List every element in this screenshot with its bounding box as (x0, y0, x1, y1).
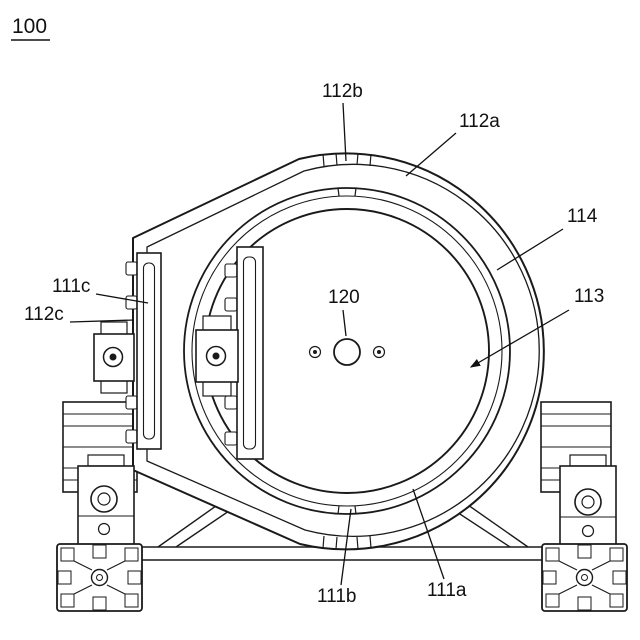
leader-lines (69, 102, 570, 586)
figure-number-label: 100 (12, 15, 47, 38)
part-label-112c: 112c (24, 304, 64, 325)
rail-bolt (224, 263, 238, 278)
leader-112a (405, 132, 457, 177)
part-label-113: 113 (574, 286, 604, 307)
leader-111c (95, 293, 149, 304)
extrusion-foot-right (541, 543, 628, 612)
leader-113 (469, 309, 570, 368)
rail-bolt (224, 395, 238, 410)
figure-number: 100 (11, 15, 50, 41)
rail-bolt (125, 395, 138, 410)
center-hub (308, 338, 386, 366)
side-bracket-inner (195, 315, 239, 397)
rim-joint-marks (322, 152, 372, 550)
lower-support-right (559, 454, 617, 547)
part-label-111b: 111b (317, 586, 356, 607)
part-label-114: 114 (567, 206, 598, 227)
part-label-120: 120 (328, 287, 360, 308)
leader-111a (412, 488, 445, 580)
rail-bolt (224, 431, 238, 446)
leader-120 (342, 309, 347, 337)
side-bracket-outer (93, 321, 135, 394)
guide-rail-left (125, 252, 162, 450)
leader-114 (496, 228, 564, 271)
guide-rail-right (224, 246, 264, 460)
leader-112c (69, 319, 135, 323)
extrusion-foot-left (56, 543, 143, 612)
rail-bolt (125, 295, 138, 310)
rail-bolt (125, 261, 138, 276)
lower-support-left (77, 454, 135, 547)
part-label-111a: 111a (427, 580, 467, 601)
rail-bolt (224, 297, 238, 312)
part-label-111c: 111c (52, 276, 90, 297)
rail-bolt (125, 429, 138, 444)
part-labels: 112b 112a 114 113 120 111c 112c 111b 111… (24, 81, 604, 607)
part-label-112b: 112b (322, 81, 363, 102)
leader-112b (342, 102, 347, 162)
leader-111b (340, 508, 352, 586)
part-label-112a: 112a (459, 111, 500, 132)
